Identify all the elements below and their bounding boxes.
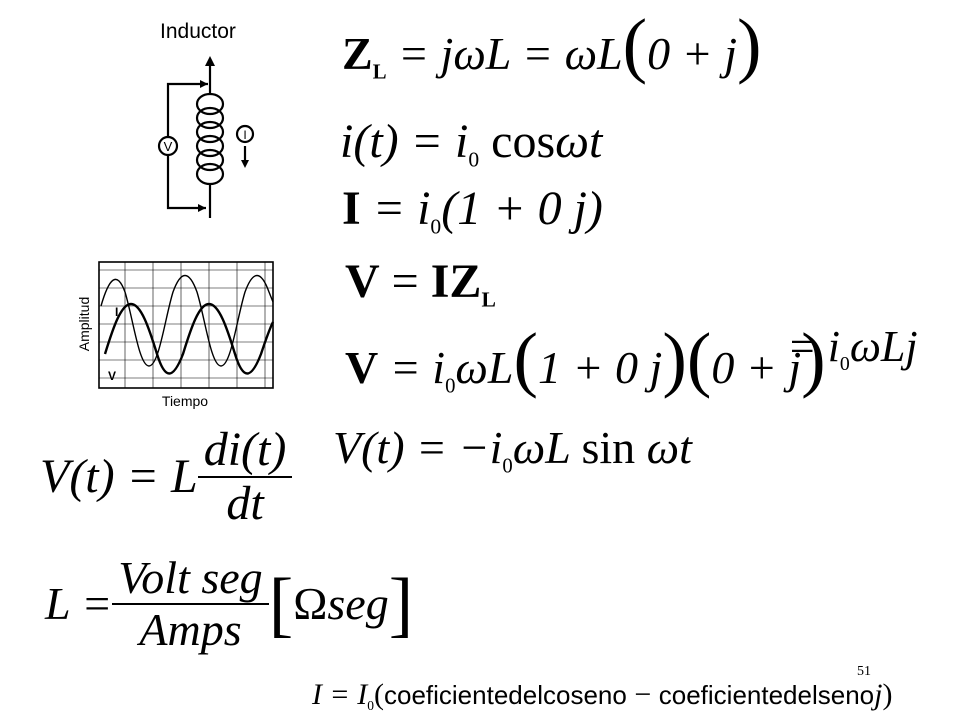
eq-voltage-full: V = i0ωL(1 + 0 j)(0 + j) [345, 321, 826, 398]
waveform-plot: I V Amplitud Tiempo [76, 261, 275, 409]
eq-voltage-full-p1r: ) [662, 317, 687, 399]
voltage-wave [100, 274, 274, 367]
waveform-panel: I V Amplitud Tiempo [65, 258, 305, 418]
eq-current-time-sub: 0 [468, 147, 480, 172]
eq-voltage-full-p2in: 0 + j [711, 342, 802, 393]
eq-impedance-rhs: = jωL = ωL [386, 28, 623, 79]
eq-inductance-units-rbr: ] [388, 562, 414, 645]
eq-inductance-units-frac: Volt seg Amps [112, 555, 269, 655]
ammeter-letter: I [243, 128, 246, 142]
eq-coefficients: I = I0(coeficientedelcoseno − coeficient… [312, 680, 892, 713]
eq-inductance-units-den: Amps [139, 604, 242, 655]
inductor-circuit: V I [157, 56, 255, 218]
inductor-title: Inductor [160, 20, 236, 43]
eq-voltage-derivative-den: dt [226, 477, 264, 530]
eq-inductance-units-lbr: [ [268, 562, 294, 645]
eq-voltage-result-rest: ωLj [849, 322, 918, 371]
eq-impedance-z: Z [342, 28, 373, 79]
eq-coefficients-close: ) [882, 678, 893, 711]
current-wave-label: I [115, 305, 118, 319]
eq-voltage-result-sub: 0 [839, 352, 850, 375]
eq-voltage-full-p2r: ) [801, 317, 826, 399]
eq-voltage-sine-rest: ωt [635, 422, 692, 473]
eq-voltage-iz-v: V [345, 255, 380, 308]
inductor-diagram: Inductor V I [150, 12, 300, 227]
voltmeter-letter: V [164, 139, 173, 154]
slide-number: 51 [857, 664, 871, 679]
eq-voltage-result-eq: = i [787, 322, 840, 371]
eq-inductance-units-lhs: L = [45, 578, 113, 629]
eq-impedance-lpar: ( [622, 3, 648, 85]
eq-current-phasor-i: I [342, 182, 361, 235]
eq-coefficients-sub: 0 [367, 698, 374, 714]
eq-voltage-full-p1l: ( [513, 317, 538, 399]
eq-inductance-units: L = Volt seg Amps [Ωseg] [45, 555, 413, 653]
eq-impedance-inside: 0 + j [647, 28, 737, 79]
eq-voltage-iz: V = IZL [345, 258, 496, 311]
eq-voltage-derivative-frac: di(t) dt [197, 426, 293, 530]
eq-voltage-iz-iz: IZ [430, 255, 482, 308]
eq-current-phasor-sub: 0 [430, 214, 442, 239]
eq-voltage-derivative-num: di(t) [197, 426, 293, 478]
eq-voltage-full-sub: 0 [445, 375, 456, 398]
eq-voltage-full-mid: ωL [455, 342, 514, 393]
eq-current-time-lhs: i(t) = i [340, 115, 469, 168]
eq-voltage-sine-mid: ωL [512, 422, 582, 473]
x-axis-label: Tiempo [162, 393, 208, 409]
eq-voltage-full-p2l: ( [686, 317, 712, 399]
eq-current-time-rest: ωt [555, 115, 603, 168]
eq-voltage-iz-eq: = [379, 255, 431, 308]
eq-inductance-units-seg: seg [327, 578, 389, 629]
eq-current-time: i(t) = i0 cosωt [340, 118, 602, 171]
eq-coefficients-j: j [874, 678, 883, 711]
eq-coefficients-lhs: I = I [312, 678, 368, 711]
y-axis-label: Amplitud [76, 297, 92, 351]
eq-voltage-sine-sin: sin [581, 422, 636, 473]
eq-voltage-full-eq: = i [378, 342, 446, 393]
eq-impedance-sub: L [372, 61, 387, 84]
eq-inductance-units-num: Volt seg [112, 555, 269, 605]
eq-voltage-derivative: V(t) = L di(t) dt [40, 426, 293, 530]
eq-voltage-sine: V(t) = −i0ωL sin ωt [333, 425, 692, 477]
eq-current-phasor: I = i0(1 + 0 j) [342, 185, 603, 238]
eq-voltage-result: = i0ωLj [787, 325, 918, 375]
current-wave [103, 302, 275, 375]
eq-coefficients-cos: coeficientedelcoseno [383, 680, 627, 710]
eq-voltage-full-v: V [345, 342, 379, 393]
eq-current-phasor-eq: = i [360, 182, 431, 235]
voltage-wave-label: V [108, 369, 116, 383]
eq-voltage-derivative-lhs: V(t) = L [40, 450, 198, 503]
eq-impedance-rpar: ) [737, 3, 762, 85]
eq-current-phasor-rest: (1 + 0 j) [441, 182, 603, 235]
eq-voltage-iz-sub: L [481, 287, 496, 312]
eq-coefficients-minus: − [626, 678, 659, 711]
eq-coefficients-sin: coeficientedelseno [658, 680, 875, 710]
eq-voltage-full-p1in: 1 + 0 j [537, 342, 663, 393]
eq-current-time-cos: cos [479, 115, 556, 168]
eq-inductance-units-omega: Ω [293, 578, 328, 629]
eq-voltage-sine-lhs: V(t) = −i [333, 422, 503, 473]
eq-coefficients-open: ( [373, 678, 384, 711]
eq-impedance: ZL = jωL = ωL(0 + j) [342, 7, 762, 84]
eq-voltage-sine-sub: 0 [502, 455, 513, 478]
